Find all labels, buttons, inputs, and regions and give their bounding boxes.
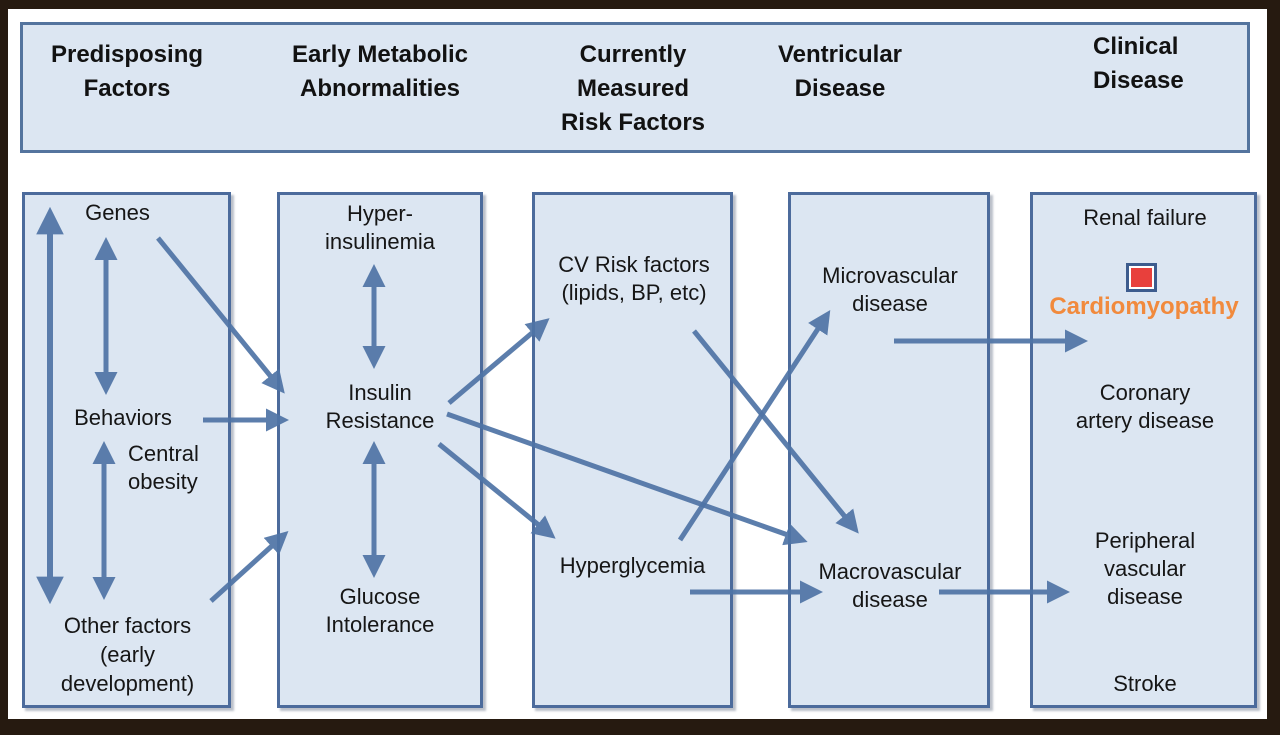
node-behaviors: Behaviors	[74, 405, 172, 430]
column-clinical-disease	[1030, 192, 1257, 708]
node-central-obesity: Central obesity	[128, 441, 199, 494]
header-early-metabolic-abnormalities: Early Metabolic Abnormalities	[291, 41, 469, 102]
node-microvascular-disease: Microvascular disease	[822, 263, 958, 316]
node-peripheral-vascular-disease: Peripheral vascular disease	[1094, 528, 1196, 609]
header-predisposing-factors: Predisposing Factors	[50, 41, 204, 102]
red-square-icon	[1126, 263, 1157, 292]
red-square-fill	[1129, 266, 1154, 289]
node-hyperinsulinemia: Hyper- insulinemia	[324, 201, 436, 254]
header-clinical-disease: Clinical Disease	[1093, 33, 1184, 94]
node-insulin-resistance: Insulin Resistance	[325, 380, 435, 433]
node-other-factors: Other factors (early development)	[60, 613, 195, 696]
header-box	[20, 22, 1250, 153]
node-cardiomyopathy: Cardiomyopathy	[1049, 293, 1239, 320]
header-ventricular-disease: Ventricular Disease	[777, 41, 903, 102]
node-glucose-intolerance: Glucose Intolerance	[325, 584, 435, 637]
node-hyperglycemia: Hyperglycemia	[559, 553, 706, 578]
node-macrovascular-disease: Macrovascular disease	[818, 559, 962, 612]
node-coronary-artery-disease: Coronary artery disease	[1075, 380, 1215, 433]
node-renal-failure: Renal failure	[1083, 205, 1207, 230]
node-cv-risk-factors: CV Risk factors (lipids, BP, etc)	[558, 252, 710, 305]
header-currently-measured-risk-factors: Currently Measured Risk Factors	[560, 41, 706, 136]
node-genes: Genes	[85, 200, 150, 225]
node-stroke: Stroke	[1113, 671, 1177, 696]
